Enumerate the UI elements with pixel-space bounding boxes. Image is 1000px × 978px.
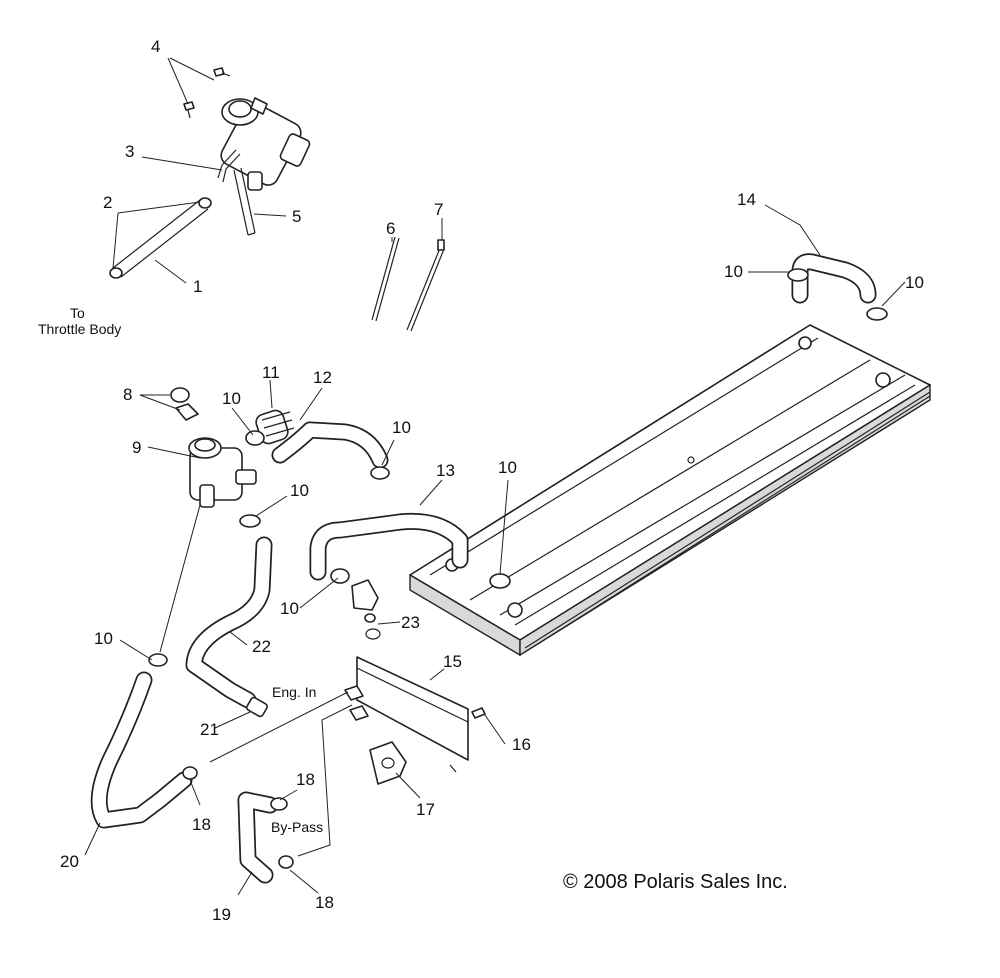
hose-19	[237, 791, 279, 884]
callout-10-g: 10	[724, 262, 743, 281]
callout-10-d: 10	[498, 458, 517, 477]
callout-17: 17	[416, 800, 435, 819]
clamps-10-left	[148, 430, 511, 667]
callout-labels: 1 2 3 4 5 6 7 8 9 10 10 10 10 10 10 10 1…	[60, 37, 924, 924]
callout-10-e: 10	[280, 599, 299, 618]
callout-13: 13	[436, 461, 455, 480]
callout-10-b: 10	[392, 418, 411, 437]
vent-hose-1	[109, 197, 212, 279]
callout-10-h: 10	[905, 273, 924, 292]
thermostat-housing	[351, 579, 381, 640]
leader-lines	[84, 57, 906, 896]
heat-exchanger	[409, 324, 931, 657]
clamps-18	[182, 766, 294, 869]
callout-18-b: 18	[296, 770, 315, 789]
bracket-15	[344, 656, 469, 761]
callout-19: 19	[212, 905, 231, 924]
callout-15: 15	[443, 652, 462, 671]
callout-12: 12	[313, 368, 332, 387]
cap-8	[170, 387, 199, 421]
copyright-notice: © 2008 Polaris Sales Inc.	[563, 871, 788, 893]
note-throttle-body: Throttle Body	[38, 321, 121, 337]
note-eng-in: Eng. In	[272, 684, 316, 700]
callout-9: 9	[132, 438, 141, 457]
callout-8: 8	[123, 385, 132, 404]
screws-4	[183, 67, 231, 119]
callout-14: 14	[737, 190, 756, 209]
callout-11: 11	[262, 363, 280, 382]
hose-14	[791, 253, 877, 304]
notes: To Throttle Body Eng. In By-Pass	[38, 305, 323, 835]
strap-6	[371, 236, 400, 322]
callout-6: 6	[386, 219, 395, 238]
callout-1: 1	[193, 277, 202, 296]
surge-tank-upper	[220, 97, 311, 191]
strap-7	[406, 239, 445, 332]
hose-13	[309, 512, 469, 581]
callout-7: 7	[434, 200, 443, 219]
overflow-hose-5	[233, 167, 256, 236]
callout-16: 16	[512, 735, 531, 754]
callout-18-c: 18	[315, 893, 334, 912]
callout-10-f: 10	[94, 629, 113, 648]
fitting-21	[246, 696, 268, 718]
screw-16	[471, 707, 486, 719]
hose-20	[90, 671, 193, 829]
callout-2: 2	[103, 193, 112, 212]
callout-5: 5	[292, 207, 301, 226]
callout-21: 21	[200, 720, 219, 739]
note-by-pass: By-Pass	[271, 819, 323, 835]
block-17	[369, 741, 457, 785]
callout-20: 20	[60, 852, 79, 871]
callout-10-c: 10	[290, 481, 309, 500]
callout-3: 3	[125, 142, 134, 161]
callout-4: 4	[151, 37, 160, 56]
callout-22: 22	[252, 637, 271, 656]
clamps-10-right	[787, 268, 888, 321]
hose-12	[271, 421, 389, 469]
hose-22	[185, 536, 273, 709]
note-to: To	[70, 305, 85, 321]
surge-tank-9	[188, 437, 257, 508]
callout-18-a: 18	[192, 815, 211, 834]
callout-10-a: 10	[222, 389, 241, 408]
callout-23: 23	[401, 613, 420, 632]
breather-hose-3	[217, 149, 241, 183]
